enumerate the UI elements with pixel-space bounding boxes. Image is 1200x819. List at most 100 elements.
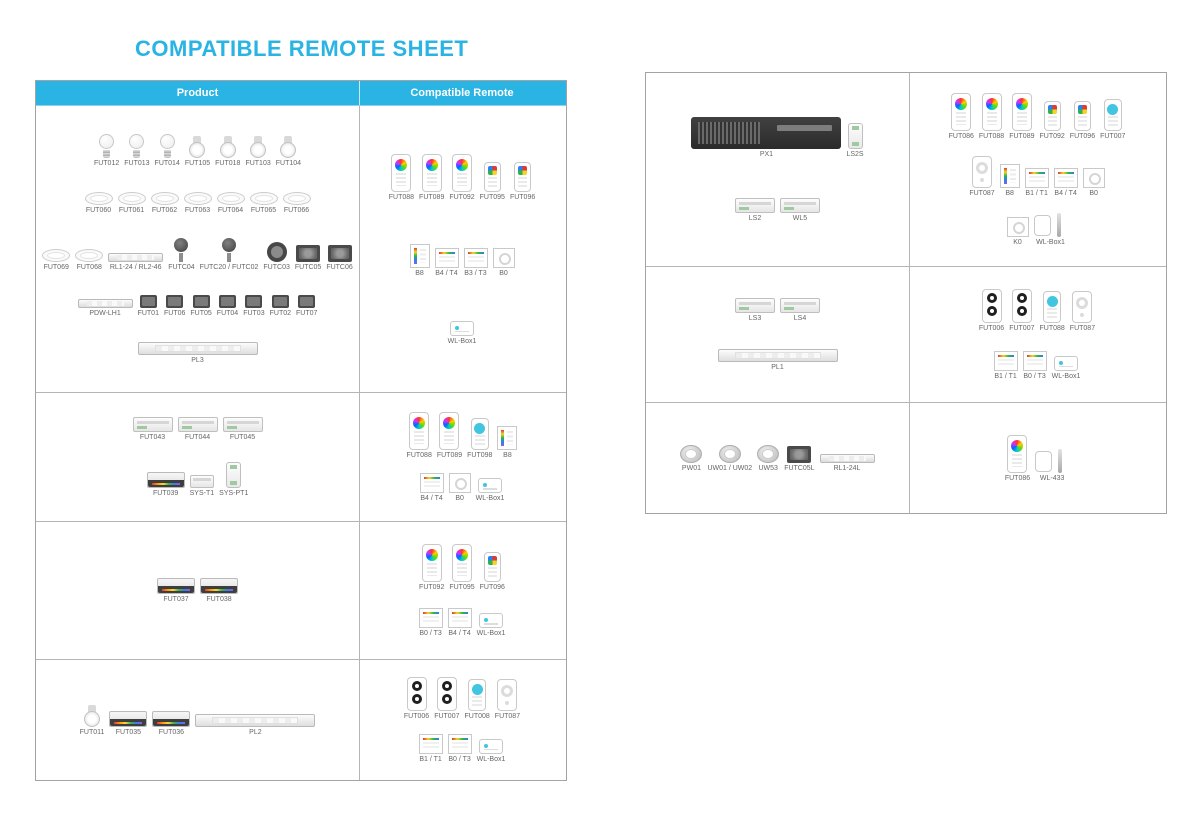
product-item: FUT061 (117, 191, 146, 214)
puck-icon (757, 444, 780, 463)
remote-label: FUT006 (403, 713, 430, 721)
product-label: RL1-24L (833, 464, 861, 472)
product-item: PL2 (195, 713, 316, 736)
product-label: LS3 (748, 315, 762, 322)
remote-teal-icon (1103, 99, 1122, 131)
remote-item: B0 / T3 (1022, 350, 1047, 380)
panel-grid-icon (447, 608, 472, 629)
bulb-icon (159, 134, 175, 159)
product-label: FUTC05 (294, 263, 322, 271)
panel-dial-icon (1082, 168, 1105, 188)
product-line: LS2 WL5 (648, 198, 907, 222)
remote-wheel-icon (451, 543, 472, 582)
garden-icon (221, 237, 237, 262)
product-label: WL5 (792, 215, 808, 222)
product-item: FUT044 (177, 417, 218, 441)
remote-item: FUT086 (1005, 434, 1030, 482)
product-item: FUT039 (146, 471, 185, 497)
remote-label: B1 / T1 (419, 755, 442, 763)
remote-label: B1 / T1 (1025, 190, 1048, 197)
remote-label: B4 / T4 (1054, 190, 1077, 197)
remote-line: WL-Box1 (362, 320, 562, 345)
remote-item: FUT006 (404, 677, 429, 720)
product-item: LS2 (735, 198, 775, 222)
product-label: FUT103 (245, 160, 271, 168)
wlbox-icon (478, 738, 503, 754)
product-label: FUT035 (115, 728, 142, 736)
remote-wheel-icon (409, 411, 430, 450)
remote-keys-icon (483, 161, 501, 192)
downlight-icon (216, 191, 245, 205)
remote-item: FUT088 (407, 411, 432, 459)
remote-label: FUT086 (948, 133, 974, 140)
product-label: FUT062 (151, 206, 178, 214)
downlight-icon (117, 191, 146, 205)
product-item: FUT05 (190, 295, 212, 318)
product-item: FUT014 (155, 134, 180, 167)
remote-label: B4 / T4 (420, 495, 443, 503)
flood-icon (327, 244, 352, 262)
box-vert-icon (847, 123, 863, 149)
remote-item: WL-Box1 (477, 738, 505, 763)
remote-keys-icon (1073, 101, 1091, 131)
remote-item: FUT092 (419, 543, 444, 591)
product-label: PL3 (191, 356, 204, 364)
remote-item: WL-433 (1035, 448, 1069, 482)
product-item: FUT012 (94, 134, 119, 167)
remote-label: B3 / T3 (464, 270, 487, 277)
panel-grid-icon (418, 733, 443, 754)
remote-round2-icon (981, 289, 1002, 324)
remote-item: FUT007 (1100, 99, 1125, 140)
product-item: FUTC05 (294, 244, 322, 271)
flood-sm-icon (298, 295, 316, 309)
product-label: RL1-24 / RL2-46 (109, 263, 162, 271)
product-item: FUT013 (124, 134, 150, 167)
product-item: PL3 (137, 341, 258, 364)
remote-keys-icon (514, 161, 532, 192)
product-label: FUT037 (163, 596, 189, 603)
product-label: PL1 (771, 364, 784, 371)
product-label: FUT014 (154, 160, 180, 168)
product-item: RL1-24L (819, 453, 875, 472)
product-item: SYS-PT1 (219, 461, 248, 497)
remote-item: FUT092 (449, 153, 475, 201)
remote-item: FUT087 (969, 156, 995, 197)
remote-wheel-icon (981, 93, 1002, 131)
remote-label: FUT089 (436, 451, 463, 459)
remote-item: FUT098 (467, 417, 493, 459)
remote-item: B1 / T1 (1024, 168, 1049, 197)
panel-grid-icon (993, 350, 1018, 371)
product-label: FUT07 (296, 310, 318, 318)
box-dark-icon (152, 710, 191, 727)
product-item: FUTC20 / FUTC02 (200, 237, 258, 271)
flood-sm-icon (219, 295, 236, 309)
product-item: FUT06 (164, 295, 185, 317)
product-label: LS2 (748, 215, 762, 222)
remote-label: FUT098 (467, 451, 493, 459)
gateway-icon (1033, 213, 1068, 237)
product-label: FUT02 (269, 310, 292, 318)
product-item: FUT103 (245, 136, 271, 168)
flood-sm-icon (271, 295, 289, 309)
product-label: FUT05 (190, 310, 212, 318)
wlbox-icon (477, 478, 502, 494)
product-label: UW53 (758, 464, 778, 472)
product-label: FUT060 (85, 206, 112, 214)
downlight-icon (249, 191, 278, 205)
product-label: FUT065 (250, 206, 277, 214)
product-item: PX1 (691, 117, 842, 158)
remote-item: B1 / T1 (418, 733, 443, 763)
product-item: FUTC06 (326, 244, 353, 271)
product-item: FUTC03 (263, 241, 290, 271)
remote-item: FUT008 (465, 679, 490, 720)
